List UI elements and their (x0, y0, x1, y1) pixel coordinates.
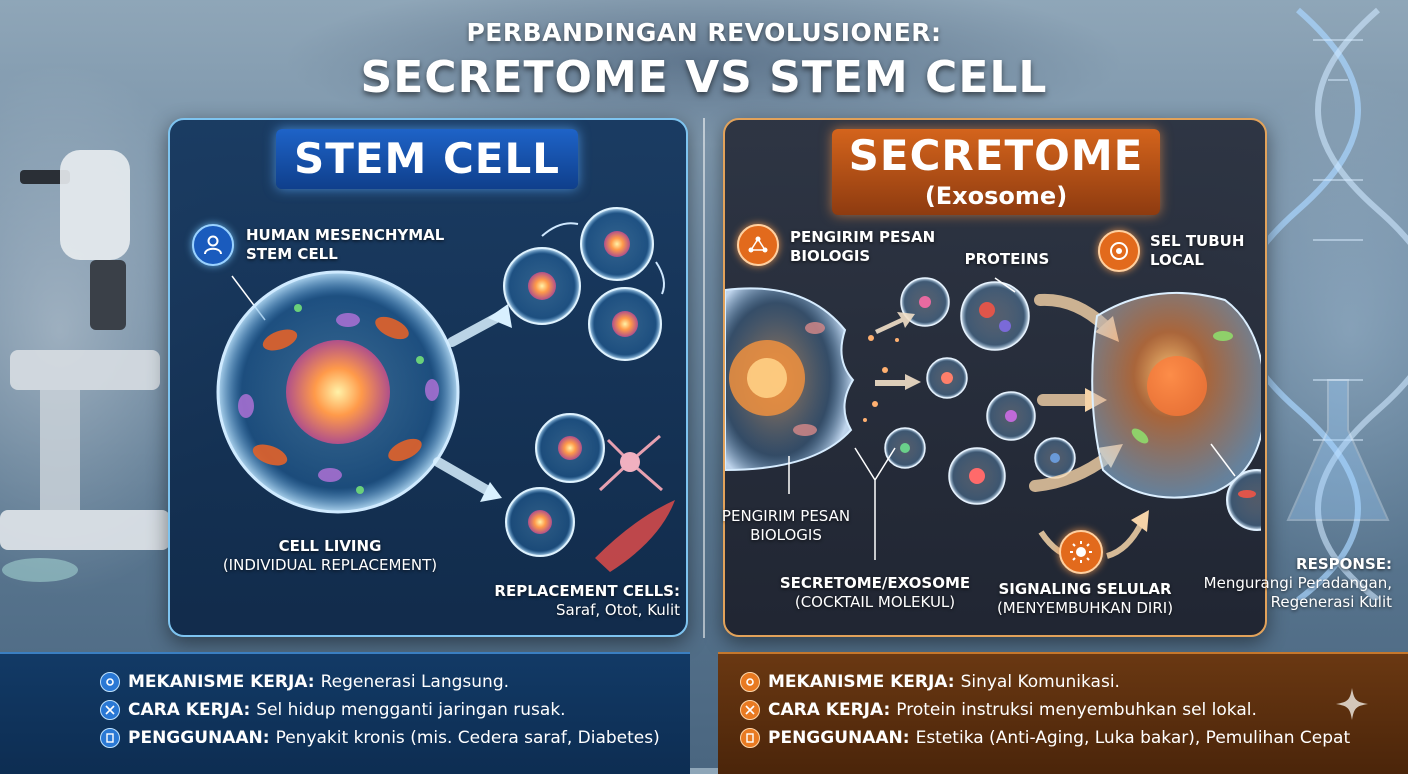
secretome-header: SECRETOME (Exosome) (832, 129, 1160, 215)
network-icon (737, 224, 779, 266)
microscope-illustration (0, 150, 170, 582)
label-sender-bottom: PENGIRIM PESAN BIOLOGIS (721, 507, 851, 544)
sparkle-icon (1336, 688, 1368, 720)
user-icon (192, 224, 234, 266)
dna-helix-illustration (1268, 7, 1408, 600)
label-replacement-cells: REPLACEMENT CELLS: Saraf, Otot, Kulit (494, 582, 680, 619)
document-icon (100, 728, 120, 748)
label-response: RESPONSE: Mengurangi Peradangan, Regener… (1203, 555, 1392, 611)
label-local-cell: SEL TUBUH LOCAL (1150, 232, 1245, 269)
summary-right-method: CARA KERJA:Protein instruksi menyembuhka… (740, 697, 1257, 723)
stem-cell-diagram (216, 207, 675, 572)
label-source: HUMAN MESENCHYMAL STEM CELL (246, 226, 445, 263)
title-line-2: SECRETOME VS STEM CELL (360, 52, 1048, 103)
label-signaling: SIGNALING SELULAR (MENYEMBUHKAN DIRI) (996, 580, 1174, 617)
tools-icon (740, 700, 760, 720)
label-sender-top: PENGIRIM PESAN BIOLOGIS (790, 228, 936, 265)
center-divider (703, 118, 705, 638)
tools-icon (100, 700, 120, 720)
summary-left-mechanism: MEKANISME KERJA:Regenerasi Langsung. (100, 669, 509, 695)
summary-right-mechanism: MEKANISME KERJA:Sinyal Komunikasi. (740, 669, 1120, 695)
summary-left-usage: PENGGUNAAN:Penyakit kronis (mis. Cedera … (100, 725, 660, 751)
gear-icon (740, 672, 760, 692)
sun-icon (1059, 530, 1103, 574)
title-line-1: PERBANDINGAN REVOLUSIONER: (466, 18, 942, 47)
cell-icon (1098, 230, 1140, 272)
summary-left-method: CARA KERJA:Sel hidup mengganti jaringan … (100, 697, 566, 723)
secretome-summary (718, 652, 1408, 774)
secretome-diagram (725, 277, 1261, 561)
label-cell-living: CELL LIVING (INDIVIDUAL REPLACEMENT) (222, 537, 438, 574)
label-cocktail: SECRETOME/EXOSOME (COCKTAIL MOLEKUL) (779, 574, 971, 611)
document-icon (740, 728, 760, 748)
label-proteins: PROTEINS (964, 250, 1050, 268)
stem-cell-header: STEM CELL (276, 129, 578, 189)
gear-icon (100, 672, 120, 692)
summary-right-usage: PENGGUNAAN:Estetika (Anti-Aging, Luka ba… (740, 725, 1350, 751)
